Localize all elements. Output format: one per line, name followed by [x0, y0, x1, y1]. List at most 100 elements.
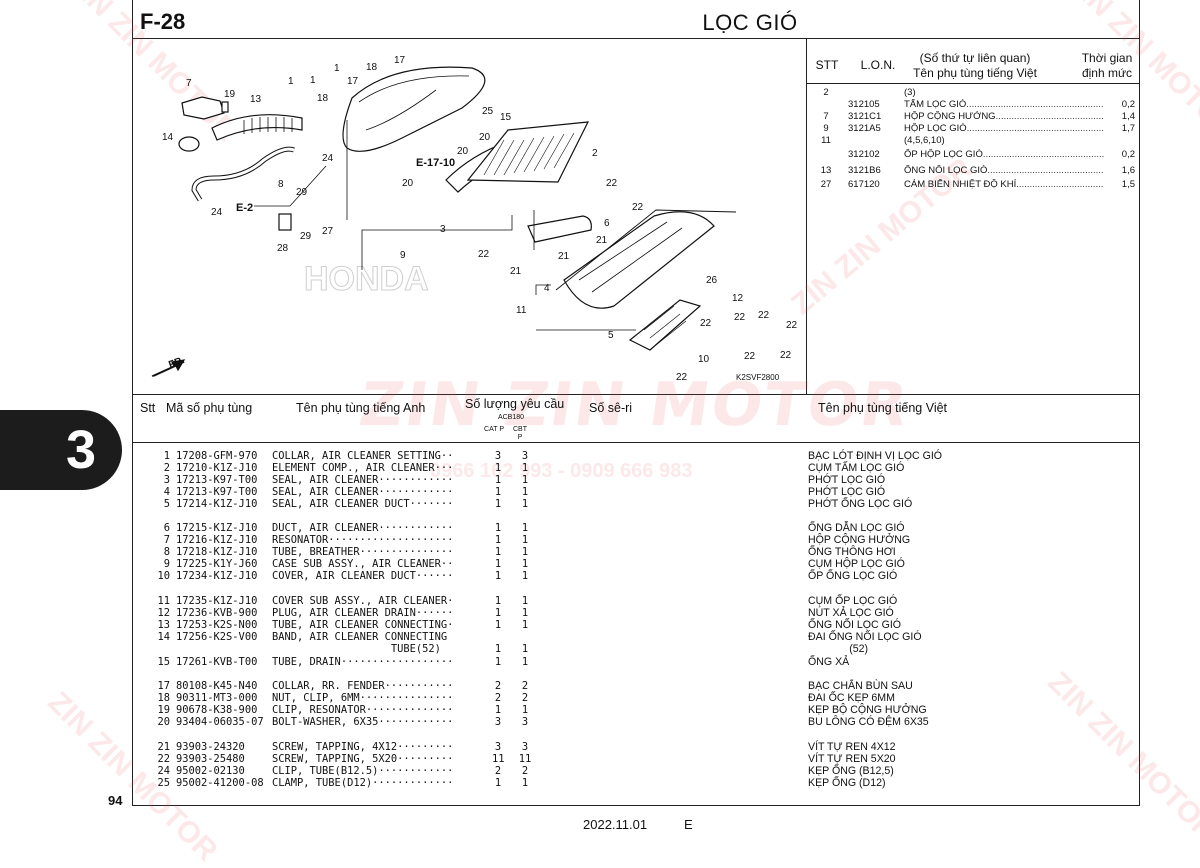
diagram-code: K2SVF2800 [736, 373, 780, 382]
exploded-parts-diagram: HONDA [151, 55, 798, 383]
summary-header-name-1: (Số thứ tự liên quan) [919, 51, 1031, 65]
page-frame [132, 0, 1140, 806]
summary-header-qty-1: Thời gian [1081, 51, 1133, 65]
callout-20: 20 [402, 178, 414, 189]
callout-20: 20 [457, 146, 469, 157]
callout-17: 17 [347, 76, 359, 87]
callout-22: 22 [786, 320, 798, 331]
callout-26: 26 [706, 275, 718, 286]
parts-header-code: Mã số phụ tùng [166, 401, 253, 415]
parts-header-cbt: CBT P [513, 426, 527, 441]
parts-header-name-vn: Tên phụ tùng tiếng Việt [818, 401, 948, 415]
callout-22: 22 [632, 202, 644, 213]
callout-1: 1 [334, 63, 340, 74]
parts-header-qty-sub: ACB180 [497, 414, 525, 421]
callout-10: 10 [698, 354, 710, 365]
callout-14: 14 [162, 132, 174, 143]
parts-header-cat: CAT P [484, 426, 504, 433]
callout-22: 22 [700, 318, 712, 329]
callout-8: 8 [278, 179, 284, 190]
summary-header-name-2: Tên phụ tùng tiếng Việt [913, 66, 1037, 80]
callout-12: 12 [732, 293, 744, 304]
footer-edition: E [684, 817, 693, 832]
callout-29: 29 [296, 187, 308, 198]
callout-19: 19 [224, 89, 236, 100]
ref-e-17-10: E-17-10 [416, 157, 455, 169]
callout-2: 2 [592, 148, 598, 159]
callout-20: 20 [479, 132, 491, 143]
callout-24: 24 [211, 207, 223, 218]
table-header-divider [132, 442, 1140, 443]
callout-9: 9 [400, 250, 406, 261]
callout-22: 22 [780, 350, 792, 361]
summary-row: 2(3) [823, 87, 916, 98]
callout-21: 21 [596, 235, 608, 246]
callout-6: 6 [604, 218, 610, 229]
callout-18: 18 [366, 62, 378, 73]
summary-row: 11(4,5,6,10) [821, 135, 945, 146]
callout-18: 18 [317, 93, 329, 104]
page-title: LỌC GIÓ [702, 10, 798, 35]
callout-28: 28 [277, 243, 289, 254]
parts-header-serial: Số sê-ri [589, 401, 633, 415]
header-divider [132, 38, 1140, 39]
summary-header-lon: L.O.N. [860, 58, 896, 72]
callout-3: 3 [440, 224, 446, 235]
fr-label: FR. [167, 355, 186, 371]
callout-13: 13 [250, 94, 262, 105]
summary-divider [806, 38, 807, 394]
callout-15: 15 [500, 112, 512, 123]
summary-header-stt: STT [815, 58, 839, 72]
watermark-phone: 0966 162 993 - 0909 666 983 [430, 460, 693, 482]
callout-21: 21 [510, 266, 522, 277]
callout-1: 1 [288, 76, 294, 87]
parts-header-qty: Số lượng yêu cầu [465, 397, 565, 411]
callout-11: 11 [516, 305, 527, 316]
summary-header-qty-2: định mức [1081, 66, 1133, 80]
figure-code: F-28 [140, 9, 186, 34]
callout-22: 22 [744, 351, 756, 362]
callout-7: 7 [186, 78, 192, 89]
callout-22: 22 [758, 310, 770, 321]
summary-header-divider [806, 83, 1140, 84]
callout-22: 22 [676, 372, 688, 383]
callout-24: 24 [322, 153, 334, 164]
page-number: 94 [108, 793, 123, 808]
callout-21: 21 [558, 251, 570, 262]
parts-header-name-en: Tên phụ tùng tiếng Anh [296, 401, 426, 415]
diagram-divider [132, 394, 1140, 395]
svg-text:HONDA: HONDA [304, 260, 429, 298]
parts-header-stt: Stt [140, 401, 156, 415]
section-tab: 3 [0, 410, 122, 490]
ref-e-2: E-2 [236, 202, 253, 214]
footer-date: 2022.11.01 [583, 817, 648, 832]
